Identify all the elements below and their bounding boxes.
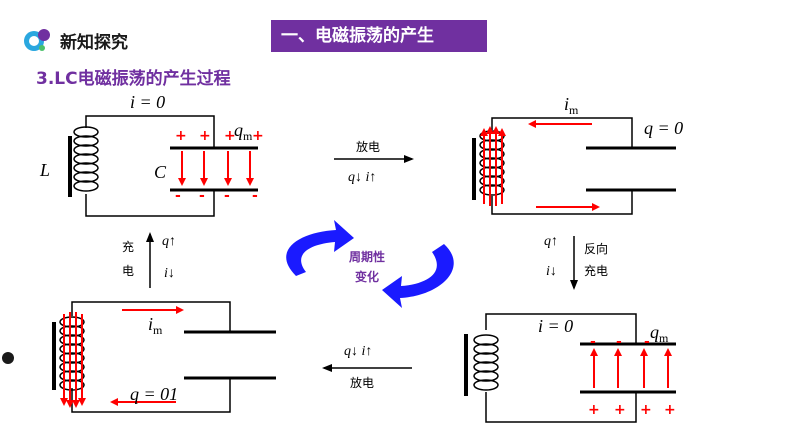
right-arrow-word-2: 充电 xyxy=(584,264,609,278)
magnetic-field-arrows xyxy=(60,312,86,408)
plus-sign: + xyxy=(252,128,264,144)
capacitor-label: C xyxy=(154,162,167,182)
logo-icon xyxy=(24,29,50,51)
current-label: im xyxy=(564,94,579,117)
cycle-label: 周期性 变化 xyxy=(337,247,397,287)
decorative-dot xyxy=(2,352,14,364)
minus-sign: - xyxy=(199,188,205,204)
magnetic-field-arrows xyxy=(480,126,506,206)
left-arrow-state-1: q↑ xyxy=(162,234,176,249)
current-label: i = 0 xyxy=(130,92,166,112)
cycle-label-line-1: 周期性 xyxy=(348,250,385,264)
minus-sign: - xyxy=(175,188,181,204)
plus-sign: + xyxy=(175,128,187,144)
plus-sign: + xyxy=(224,128,236,144)
current-label: im xyxy=(148,314,163,337)
circuit-bottom-right xyxy=(464,313,676,423)
charge-label: q = 01 xyxy=(130,384,179,404)
section-title: 一、电磁振荡的产生 xyxy=(271,20,487,52)
electric-field-arrows xyxy=(178,151,254,186)
inductor-coil xyxy=(473,334,499,391)
plus-sign: + xyxy=(664,402,676,418)
left-arrow-state-2: i↓ xyxy=(164,266,175,281)
cycle-arrows-icon xyxy=(286,220,454,308)
top-arrow-word: 放电 xyxy=(356,140,381,154)
inductor-coil xyxy=(59,316,85,391)
minus-sign: - xyxy=(644,334,650,350)
circuit-top-left xyxy=(68,115,258,217)
current-label: i = 0 xyxy=(538,316,574,336)
right-arrow-state-1: q↑ xyxy=(544,234,558,249)
left-arrow-word-2: 电 xyxy=(122,264,135,278)
cycle-label-line-2: 变化 xyxy=(354,270,379,284)
right-arrow-word-1: 反向 xyxy=(584,242,609,256)
inductor-coil xyxy=(479,130,505,196)
minus-sign: - xyxy=(224,188,230,204)
left-arrow-word-1: 充 xyxy=(122,240,135,254)
plus-sign: + xyxy=(199,128,211,144)
right-arrow-state-2: i↓ xyxy=(546,264,557,279)
plus-sign: + xyxy=(588,402,600,418)
plus-sign: + xyxy=(640,402,652,418)
minus-sign: - xyxy=(252,188,258,204)
bottom-arrow-word: 放电 xyxy=(350,376,375,390)
circuit-top-right xyxy=(472,117,676,215)
charge-label: q = 0 xyxy=(644,118,684,138)
minus-sign: - xyxy=(616,334,622,350)
inductor-label: L xyxy=(40,160,51,180)
charge-label: qm xyxy=(234,120,253,143)
brand-title: 新知探究 xyxy=(60,33,128,53)
top-arrow-state: q↓ i↑ xyxy=(348,170,377,185)
page-subtitle: 3.LC电磁振荡的产生过程 xyxy=(36,69,231,89)
bottom-arrow-state: q↓ i↑ xyxy=(344,344,373,359)
circuit-bottom-left xyxy=(52,301,276,413)
inductor-coil xyxy=(73,126,99,192)
minus-sign: - xyxy=(590,334,596,350)
electric-field-arrows xyxy=(590,348,672,388)
plus-sign: + xyxy=(614,402,626,418)
charge-label: qm xyxy=(650,322,669,345)
